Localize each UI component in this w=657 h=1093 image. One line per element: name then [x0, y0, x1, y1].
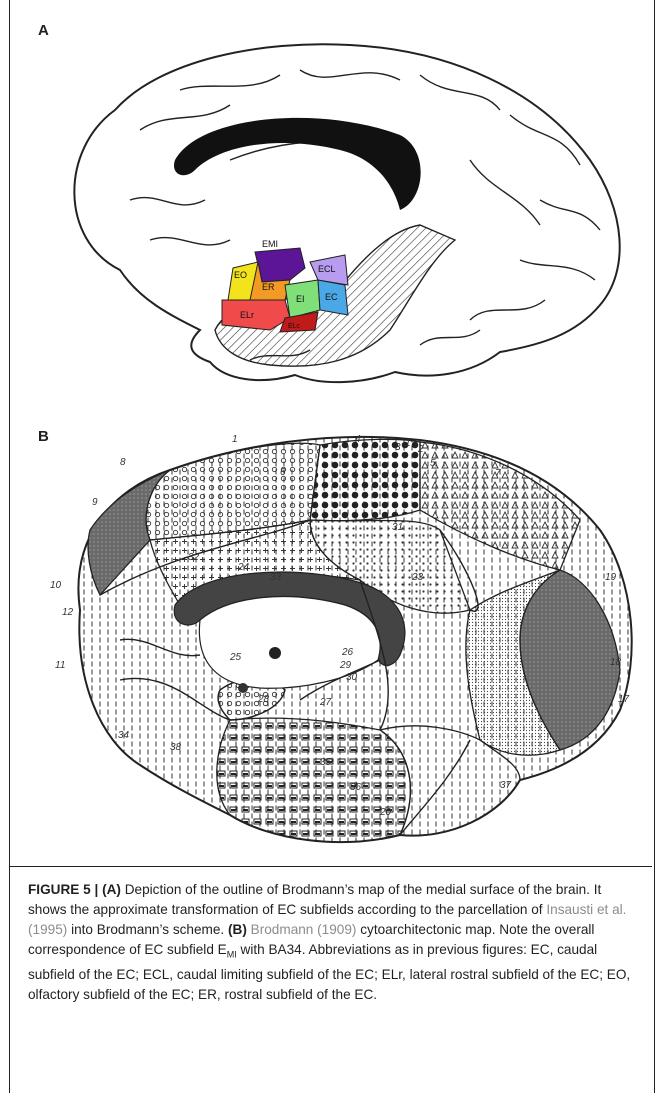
caption-a-text-2: into Brodmann’s scheme. — [67, 922, 228, 937]
area-temporal-squares — [217, 718, 411, 842]
num-34: 34 — [118, 730, 130, 741]
num-36: 36 — [350, 782, 362, 793]
caption-divider — [10, 866, 652, 867]
num-26: 26 — [341, 647, 354, 658]
label-elr: ELr — [240, 310, 254, 320]
num-10: 10 — [50, 580, 62, 591]
label-ec: EC — [325, 292, 338, 302]
label-ei: EI — [296, 294, 305, 304]
caption-figure-number: FIGURE 5 | — [28, 882, 102, 897]
caption-b-citation-link[interactable]: Brodmann (1909) — [247, 922, 357, 937]
num-38: 38 — [170, 742, 182, 753]
figure-caption: FIGURE 5 | (A) Depiction of the outline … — [28, 880, 632, 1005]
num-6: 6 — [280, 467, 286, 478]
num-1: 1 — [232, 434, 238, 445]
num-30: 30 — [346, 672, 358, 683]
num-31: 31 — [392, 522, 403, 533]
num-4: 4 — [355, 434, 361, 445]
label-er: ER — [262, 282, 275, 292]
label-elc: ELc — [288, 323, 301, 330]
dot-anterior-commissure — [269, 647, 281, 659]
panel-a-brain-diagram: EMI EO ER EI EC ECL ELr ELc — [0, 0, 657, 420]
num-19: 19 — [605, 572, 617, 583]
num-20: 20 — [379, 807, 392, 818]
num-35: 35 — [320, 757, 332, 768]
num-7: 7 — [495, 468, 501, 479]
num-23: 23 — [411, 572, 424, 583]
caption-b-subscript: MI — [227, 950, 237, 960]
caption-a-tag: (A) — [102, 882, 121, 897]
num-11: 11 — [55, 660, 65, 671]
area-4-bigdots — [310, 439, 420, 520]
num-24: 24 — [237, 562, 250, 573]
label-emi: EMI — [262, 239, 278, 249]
num-9: 9 — [92, 497, 98, 508]
label-eo: EO — [234, 270, 247, 280]
num-37: 37 — [500, 780, 512, 791]
num-25: 25 — [229, 652, 242, 663]
num-18: 18 — [610, 657, 622, 668]
caption-b-tag: (B) — [228, 922, 247, 937]
num-33: 33 — [270, 572, 282, 583]
dot-small — [238, 683, 248, 693]
num-2: 2 — [417, 444, 424, 455]
num-8: 8 — [120, 457, 126, 468]
label-ecl: ECL — [318, 264, 336, 274]
num-17: 17 — [618, 694, 630, 705]
num-12: 12 — [62, 607, 74, 618]
num-28: 28 — [257, 694, 270, 705]
num-1b: 1 — [405, 438, 411, 449]
num-5: 5 — [430, 458, 436, 469]
num-29: 29 — [339, 660, 352, 671]
panel-b-brodmann-map: 1 4 3 1 2 5 7 8 9 10 11 12 6 19 18 17 37… — [0, 420, 657, 860]
num-32: 32 — [188, 552, 200, 563]
num-3: 3 — [395, 442, 401, 453]
num-27: 27 — [319, 697, 332, 708]
